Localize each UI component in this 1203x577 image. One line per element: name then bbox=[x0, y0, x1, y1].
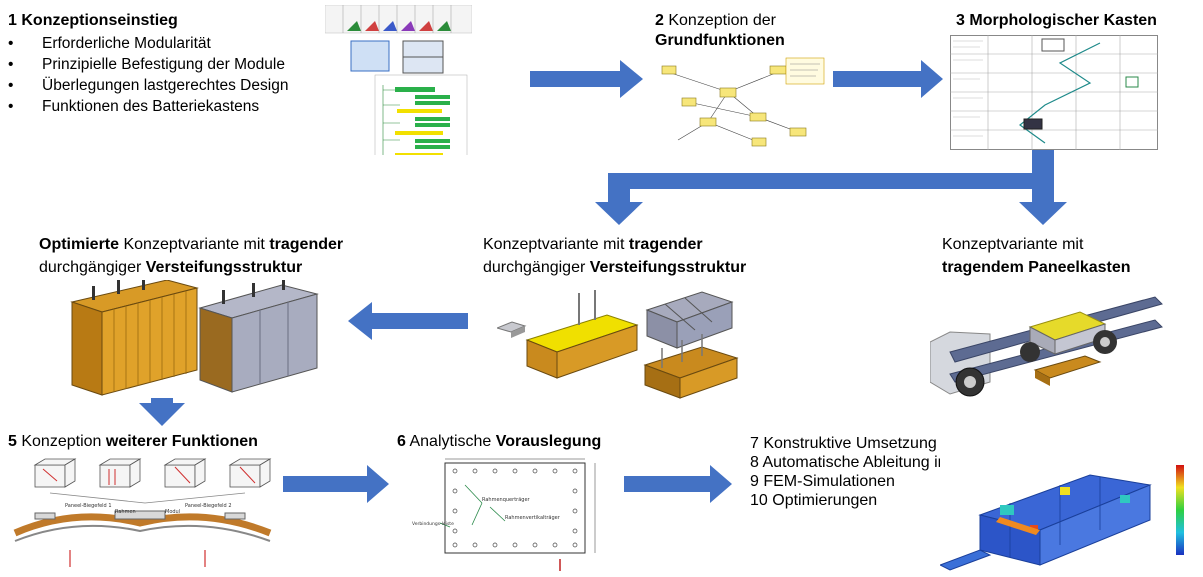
variant-stiff-bold: tragender bbox=[628, 236, 703, 253]
step-line: 9 FEM-Simulationen bbox=[750, 473, 895, 490]
step2-label: Konzeption der bbox=[668, 12, 776, 29]
step1-bullet: Prinzipielle Befestigung der Module bbox=[8, 54, 288, 75]
variant-stiff-line2-prefix: durchgängiger bbox=[483, 259, 586, 276]
step1-heading: 1 Konzeptionseinstieg bbox=[8, 11, 178, 30]
step6-prefix: Analytische bbox=[409, 433, 492, 450]
step-line: 8 Automatische Ableitung in CAD bbox=[750, 454, 985, 471]
step-line: 10 Optimierungen bbox=[750, 492, 878, 509]
panel-box-truck-render bbox=[930, 282, 1165, 407]
variant-opt-bold1: tragender bbox=[269, 236, 344, 253]
step2-line1: 2 Konzeption der bbox=[655, 11, 776, 30]
fem-simulation-render bbox=[940, 455, 1200, 573]
variant-panel-line2: tragendem Paneelkasten bbox=[942, 259, 1131, 276]
arrow-branch-from-step3 bbox=[595, 150, 1067, 225]
variant-panel-line1: Konzeptvariante mit bbox=[942, 236, 1084, 253]
step1-title: Konzeptionseinstieg bbox=[21, 12, 178, 29]
optimized-variant-render bbox=[62, 280, 337, 398]
steps-7-to-10: 7 Konstruktive Umsetzung 8 Automatische … bbox=[750, 434, 985, 510]
step3-heading: 3 Morphologischer Kasten bbox=[956, 11, 1157, 30]
label-rahmenvertikaltraeger: Rahmenvertikalträger bbox=[505, 515, 561, 521]
arrow-right-2-to-3 bbox=[833, 60, 943, 98]
variant-opt-line2-bold: Versteifungsstruktur bbox=[145, 259, 303, 276]
step5-bold: weiterer Funktionen bbox=[105, 433, 258, 450]
concept-entry-illustration bbox=[325, 5, 472, 155]
step1-bullet: Erforderliche Modularität bbox=[8, 33, 288, 54]
label-rahmen: Rahmen bbox=[115, 509, 136, 515]
variant-opt-line2: durchgängiger Versteifungsstruktur bbox=[39, 258, 302, 277]
step-line: 7 Konstruktive Umsetzung bbox=[750, 435, 937, 452]
step6-heading: 6 Analytische Vorauslegung bbox=[397, 432, 601, 451]
arrow-left-to-optimized bbox=[348, 302, 468, 340]
step1-number: 1 bbox=[8, 12, 17, 29]
variant-opt-line1: Optimierte Konzeptvariante mit tragender bbox=[39, 235, 343, 254]
step3-title: Morphologischer Kasten bbox=[969, 12, 1157, 29]
step6-number: 6 bbox=[397, 433, 406, 450]
basic-functions-diagram bbox=[648, 52, 828, 150]
step5-heading: 5 Konzeption weiterer Funktionen bbox=[8, 432, 258, 451]
step5-number: 5 bbox=[8, 433, 17, 450]
step2-title: Grundfunktionen bbox=[655, 32, 785, 49]
variant-opt-mid: Konzeptvariante mit bbox=[123, 236, 265, 253]
label-modul: Modul bbox=[165, 509, 180, 515]
variant-stiff-prefix: Konzeptvariante mit bbox=[483, 236, 625, 253]
step2-number: 2 bbox=[655, 12, 664, 29]
variant-stiff-line1: Konzeptvariante mit tragender bbox=[483, 235, 703, 254]
analytical-design-drawing: Rahmenquerträger Rahmenvertikalträger Ve… bbox=[410, 455, 605, 573]
label-verbindungsleiste: Verbindungs-leiste bbox=[412, 521, 454, 527]
label-panel1: Paneel-Biegefeld 1 bbox=[65, 503, 112, 509]
further-functions-drawing: Paneel-Biegefeld 1 Paneel-Biegefeld 2 Ra… bbox=[5, 455, 280, 573]
variant-opt-line2-prefix: durchgängiger bbox=[39, 259, 142, 276]
arrow-right-5-to-6 bbox=[283, 465, 389, 503]
arrow-right-1-to-2 bbox=[530, 60, 643, 98]
step6-bold: Vorauslegung bbox=[495, 433, 602, 450]
step3-number: 3 bbox=[956, 12, 965, 29]
step1-bullet: Funktionen des Batteriekastens bbox=[8, 96, 288, 117]
label-panel2: Paneel-Biegefeld 2 bbox=[185, 503, 232, 509]
step1-bullet: Überlegungen lastgerechtes Design bbox=[8, 75, 288, 96]
variant-stiff-line2: durchgängiger Versteifungsstruktur bbox=[483, 258, 746, 277]
morphological-box-table bbox=[950, 35, 1158, 150]
label-rahmenquertraeger: Rahmenquerträger bbox=[482, 497, 531, 503]
variant-stiff-line2-bold: Versteifungsstruktur bbox=[589, 259, 747, 276]
arrow-right-6-to-7 bbox=[624, 465, 732, 503]
step1-bullet-list: Erforderliche Modularität Prinzipielle B… bbox=[8, 33, 288, 117]
step5-prefix: Konzeption bbox=[21, 433, 102, 450]
stiffening-structure-render bbox=[497, 290, 752, 400]
variant-opt-bold0: Optimierte bbox=[39, 236, 120, 253]
